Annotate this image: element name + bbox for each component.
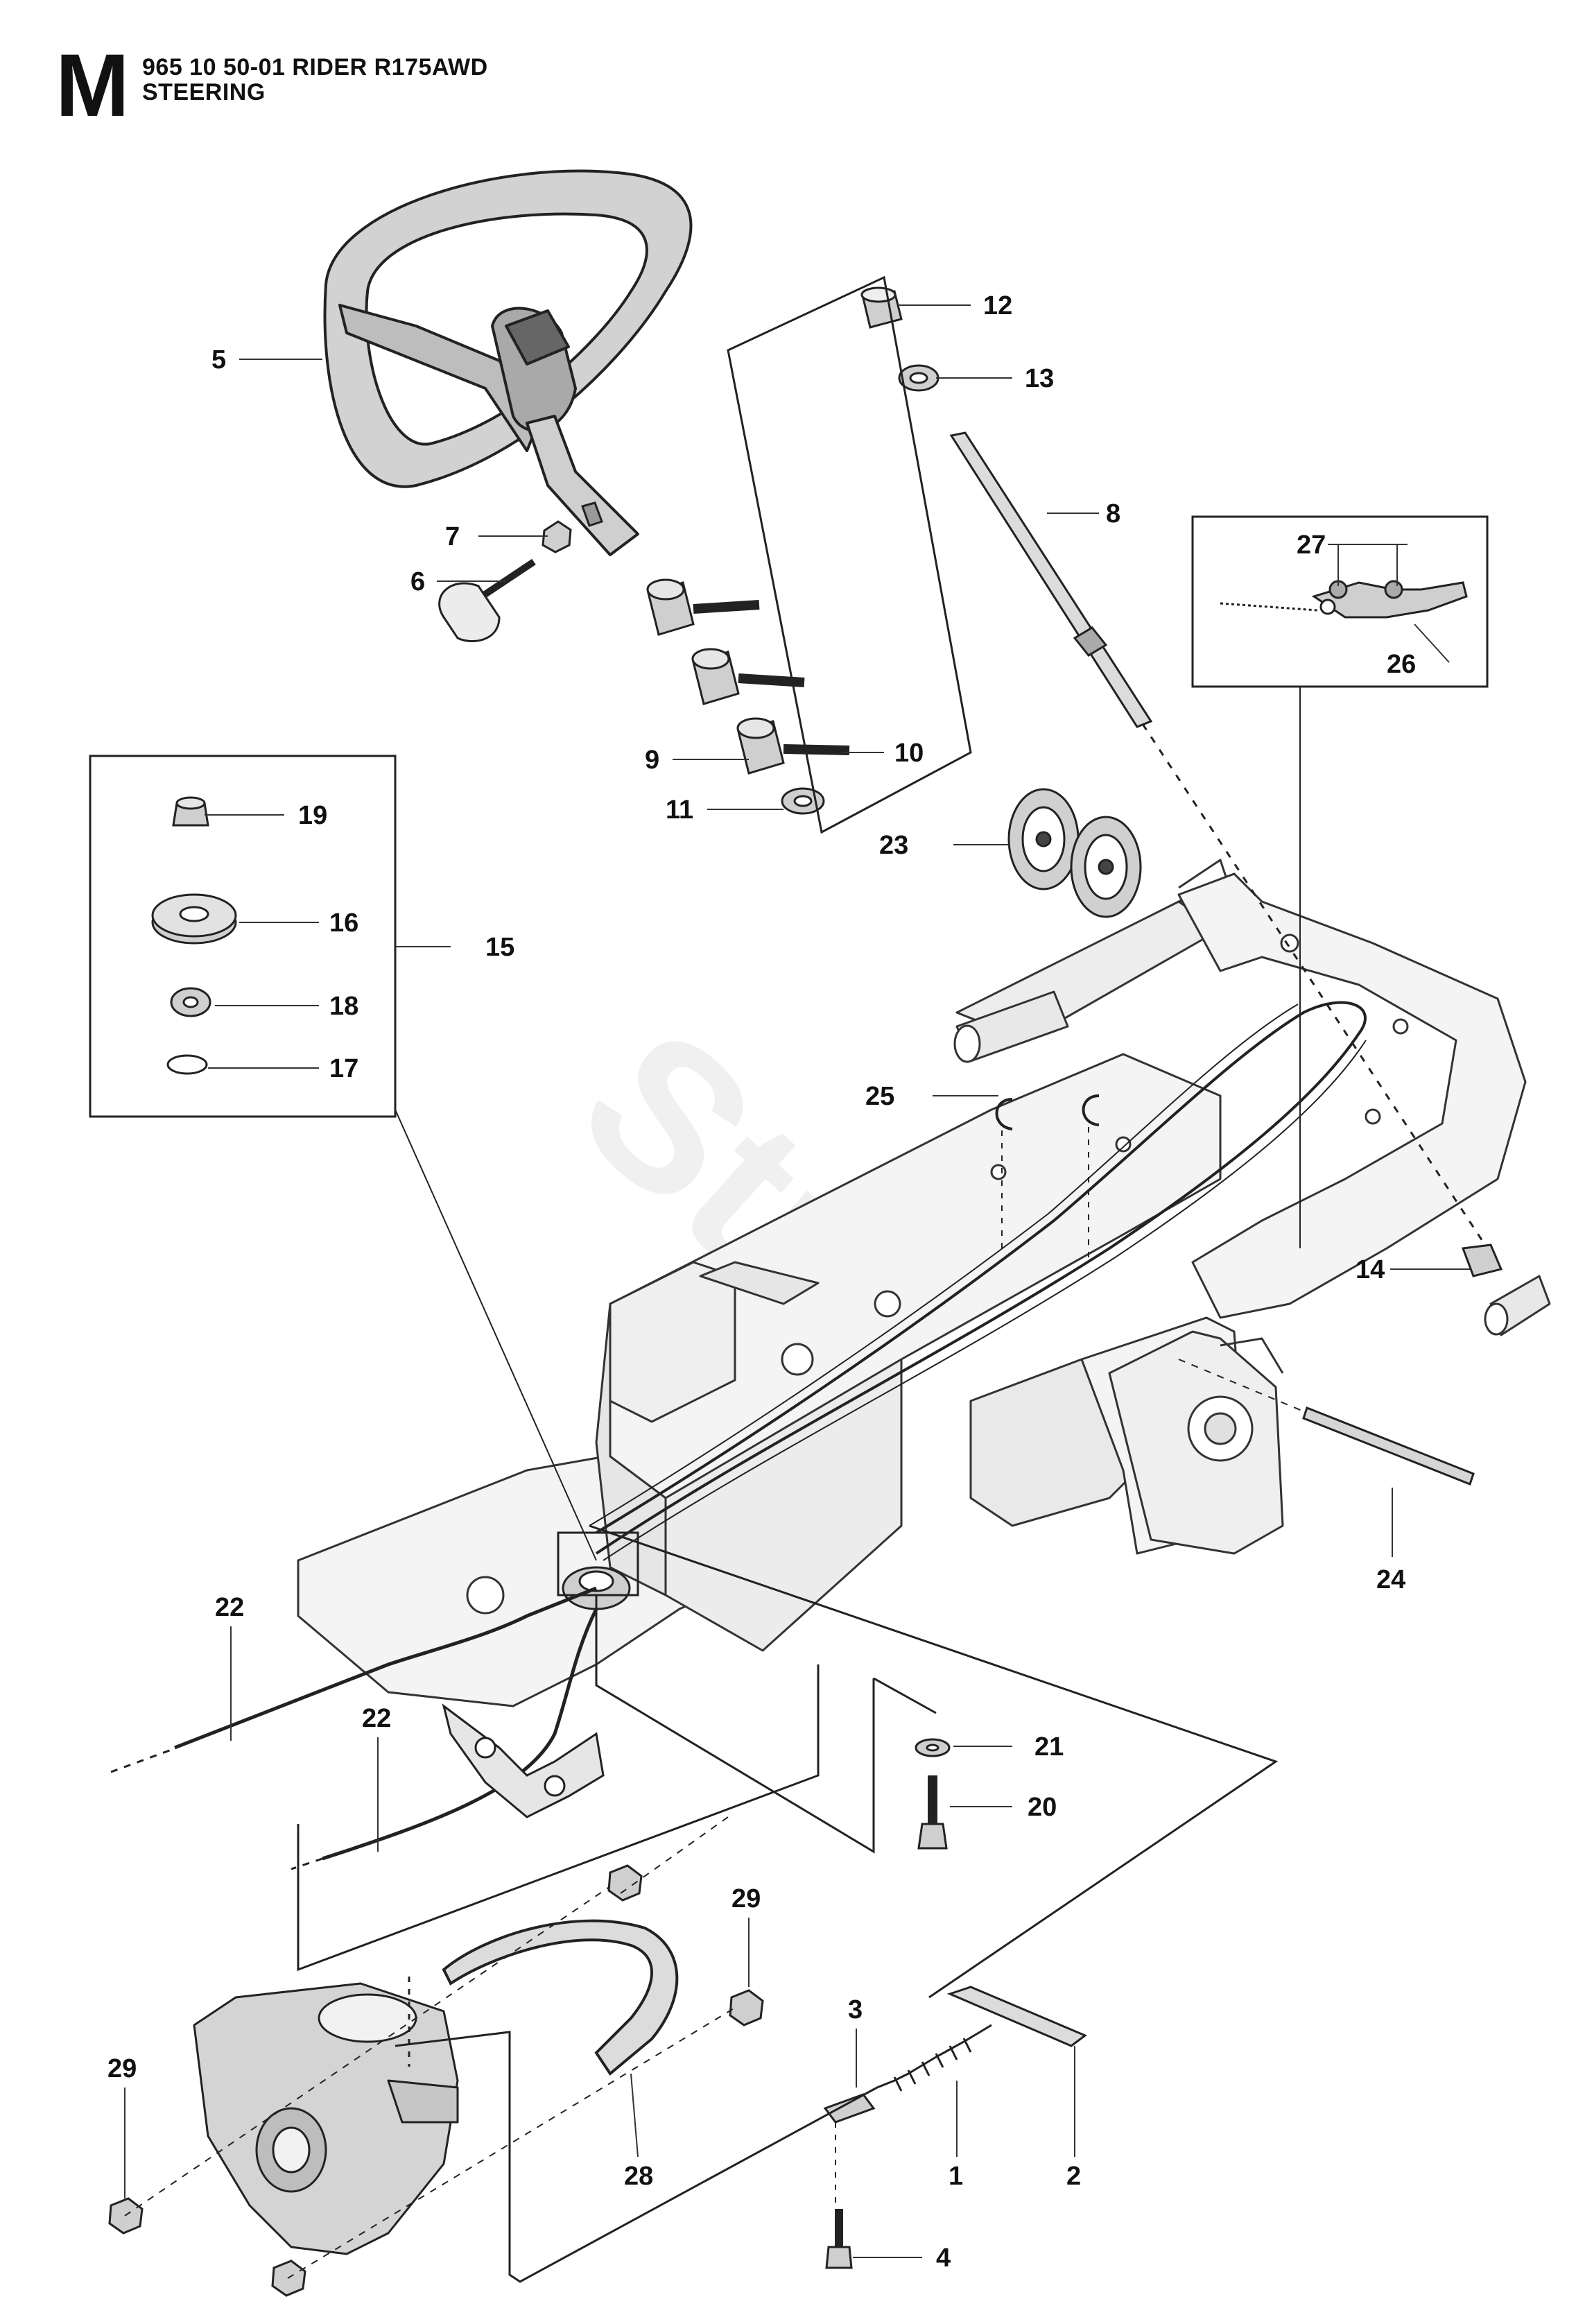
- inset-box-shaft: [727, 275, 972, 834]
- pivot-pin: [1178, 1359, 1475, 1486]
- callout-20: 20: [1028, 1793, 1057, 1822]
- callout-10: 10: [894, 739, 924, 768]
- callout-labels: 12 13 5 8 7 27 6 26 9 10 11 19 23 16 15 …: [107, 291, 1416, 2273]
- steering-wheel: [323, 169, 693, 556]
- bolt-and-washer: [915, 1738, 951, 1850]
- callout-22-lower: 22: [362, 1704, 391, 1733]
- callout-23: 23: [879, 831, 908, 860]
- callout-26: 26: [1387, 650, 1416, 679]
- callout-25: 25: [865, 1082, 894, 1111]
- steering-cables: [110, 1586, 598, 1870]
- spring-link: [823, 2093, 876, 2269]
- retaining-clips: [995, 1094, 1100, 1262]
- callout-9: 9: [645, 746, 659, 775]
- callout-3: 3: [848, 1995, 863, 2024]
- model-line: 965 10 50-01 RIDER R175AWD: [142, 54, 488, 80]
- sprocket-pair: [1007, 788, 1142, 918]
- callout-15: 15: [485, 933, 514, 962]
- callout-19: 19: [298, 801, 327, 830]
- inset-box-lower: [297, 1524, 1279, 2283]
- callout-29-right: 29: [731, 1884, 761, 1913]
- callout-27: 27: [1297, 531, 1326, 560]
- spring-bracket: [946, 1986, 1087, 2047]
- callout-29-left: 29: [107, 2054, 137, 2083]
- nuts: [108, 1864, 764, 2297]
- clamp-strap: [442, 1919, 679, 2076]
- callout-18: 18: [329, 992, 358, 1021]
- callout-28: 28: [624, 2162, 653, 2191]
- callout-13: 13: [1025, 364, 1054, 393]
- callout-1: 1: [949, 2162, 963, 2191]
- callout-7: 7: [445, 522, 460, 551]
- section-title: STEERING: [142, 79, 266, 105]
- return-spring: [876, 2024, 992, 2092]
- inset-box-chain-detail: [1191, 515, 1489, 1248]
- shaft-couplers: [646, 578, 850, 815]
- callout-2: 2: [1066, 2162, 1081, 2191]
- callout-14: 14: [1356, 1255, 1385, 1284]
- callout-24: 24: [1376, 1565, 1405, 1594]
- steering-small-parts: [438, 501, 603, 643]
- callout-12: 12: [983, 291, 1012, 320]
- callout-21: 21: [1034, 1732, 1064, 1762]
- pivot-arm: [442, 1703, 605, 1818]
- inset-box-sheave: [89, 755, 597, 1561]
- callout-16: 16: [329, 909, 358, 938]
- axle-housing: [193, 1982, 459, 2255]
- callout-22-upper: 22: [215, 1593, 244, 1622]
- leader-lines: [124, 304, 1470, 2258]
- callout-11: 11: [666, 795, 693, 825]
- callout-5: 5: [211, 345, 226, 375]
- callout-6: 6: [410, 567, 425, 596]
- callout-8: 8: [1106, 499, 1120, 528]
- chassis-frame: [297, 859, 1551, 1707]
- axle-dashed-lines: [124, 1816, 736, 2279]
- callout-17: 17: [329, 1054, 358, 1083]
- sheet-letter: M: [55, 36, 130, 135]
- callout-4: 4: [936, 2244, 951, 2273]
